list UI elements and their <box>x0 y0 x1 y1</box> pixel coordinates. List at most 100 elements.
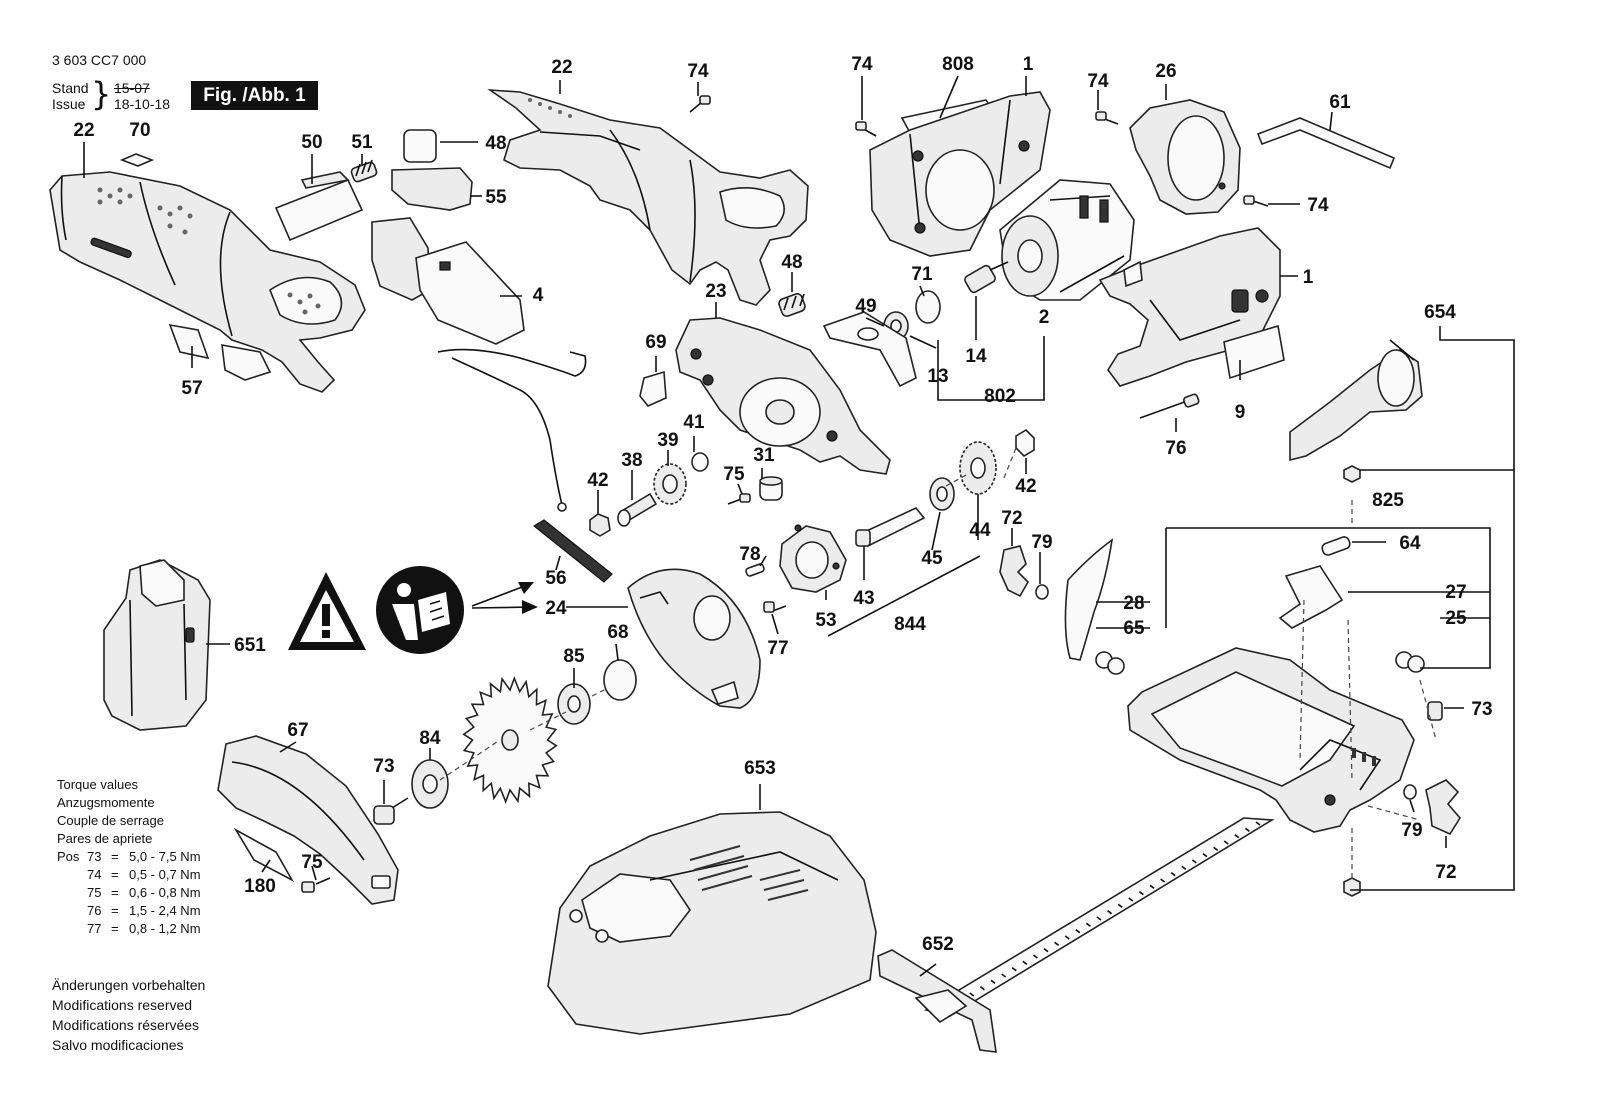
torque-title-de: Anzugsmomente <box>57 795 155 810</box>
torque-pos: 77 <box>87 921 102 936</box>
gearbox-housing-part <box>675 317 891 475</box>
base-plate-part <box>1127 647 1415 833</box>
lower-guard-part <box>217 735 399 905</box>
knob-part <box>999 545 1029 598</box>
callout-825: 825 <box>1372 490 1404 511</box>
stand-value: 15-07 <box>114 80 150 96</box>
callout-68: 68 <box>607 622 628 643</box>
equals-sign: = <box>111 867 119 882</box>
guard-screw-part <box>301 877 331 893</box>
torque-title-fr: Couple de serrage <box>57 813 164 828</box>
callout-41: 41 <box>683 412 705 433</box>
callout-652: 652 <box>922 934 954 955</box>
washer-part-79b <box>1403 784 1417 800</box>
torque-pos: 76 <box>87 903 102 918</box>
callout-654: 654 <box>1424 302 1456 323</box>
washer-part-79 <box>1035 584 1049 600</box>
equals-sign: = <box>111 921 119 936</box>
callout-22b: 22 <box>551 57 572 78</box>
screw-part <box>689 95 1269 207</box>
clamp-part <box>1278 565 1344 629</box>
spring-sleeve-part <box>778 293 806 317</box>
parallel-guide-part <box>877 817 1275 1053</box>
callout-74c: 74 <box>1087 71 1109 92</box>
callout-13: 13 <box>927 366 948 387</box>
riving-knife-part <box>1064 538 1114 661</box>
callout-49: 49 <box>855 296 876 317</box>
equals-sign: = <box>111 849 119 864</box>
callout-73b: 73 <box>373 756 394 777</box>
torque-row: 75 = 0,6 - 0,8 Nm <box>57 884 201 902</box>
pin-part <box>745 563 765 577</box>
torque-pos: 74 <box>87 867 102 882</box>
callout-651: 651 <box>234 635 266 656</box>
switch-block-part <box>391 167 473 211</box>
spacer-part <box>1095 651 1125 675</box>
callout-45: 45 <box>921 548 943 569</box>
callout-4: 4 <box>533 285 544 306</box>
spring-clip-part <box>119 153 155 167</box>
callout-42a: 42 <box>587 470 608 491</box>
pos-label: Pos <box>57 849 80 864</box>
charger-part <box>547 811 877 1035</box>
torque-value: 1,5 - 2,4 Nm <box>129 903 201 918</box>
cover-part <box>274 178 364 242</box>
callout-76: 76 <box>1165 438 1186 459</box>
pinion-part <box>964 261 1009 294</box>
bearing-part-2 <box>929 477 955 511</box>
callout-2: 2 <box>1039 307 1050 328</box>
blade-screw-part <box>373 797 409 825</box>
callout-74d: 74 <box>1307 195 1329 216</box>
torque-row: 77 = 0,8 - 1,2 Nm <box>57 920 201 938</box>
callout-75b: 75 <box>301 852 323 873</box>
callout-57: 57 <box>181 378 202 399</box>
torque-pos: 73 <box>87 849 102 864</box>
large-gear-part <box>959 441 997 495</box>
upper-housing-part <box>487 89 809 306</box>
callout-73a: 73 <box>1471 699 1492 720</box>
callout-79b: 79 <box>1401 820 1422 841</box>
equals-sign: = <box>111 885 119 900</box>
callout-77: 77 <box>767 638 788 659</box>
bracket-part <box>822 311 917 388</box>
read-manual-icon <box>376 566 464 654</box>
callout-38: 38 <box>621 450 642 471</box>
callout-56: 56 <box>545 568 566 589</box>
callout-50: 50 <box>301 132 322 153</box>
torque-value: 0,8 - 1,2 Nm <box>129 921 201 936</box>
callout-75a: 75 <box>723 464 745 485</box>
callout-27: 27 <box>1445 582 1466 603</box>
small-screw-part <box>727 493 751 505</box>
callout-802: 802 <box>984 386 1016 407</box>
callout-22a: 22 <box>73 120 94 141</box>
callout-42b: 42 <box>1015 476 1036 497</box>
nut-part <box>589 513 611 537</box>
torque-table: Pos 73 = 5,0 - 7,5 Nm 74 = 0,5 - 0,7 Nm … <box>57 848 201 938</box>
inner-flange-part <box>557 683 591 725</box>
hex-nut-part <box>1343 465 1361 483</box>
callout-64: 64 <box>1399 533 1421 554</box>
callout-67: 67 <box>287 720 308 741</box>
torque-title-es: Pares de apriete <box>57 831 153 846</box>
torque-value: 5,0 - 7,5 Nm <box>129 849 201 864</box>
pin-part-64 <box>1321 536 1351 556</box>
equals-sign: = <box>111 903 119 918</box>
warning-triangle-icon <box>288 572 366 650</box>
washer-part <box>691 452 709 472</box>
callout-69: 69 <box>645 332 666 353</box>
outer-flange-part <box>411 759 449 809</box>
callout-85: 85 <box>563 646 585 667</box>
callout-74b: 74 <box>851 54 873 75</box>
callout-65: 65 <box>1123 618 1145 639</box>
bearing-holder-part <box>779 524 847 593</box>
screw-part-77 <box>763 601 787 613</box>
spring-part <box>350 159 378 183</box>
sleeve-part <box>759 476 783 501</box>
motor-part <box>999 179 1135 301</box>
callout-72a: 72 <box>1001 508 1022 529</box>
ring-part <box>915 290 941 324</box>
axis-lines <box>439 447 1437 880</box>
callout-labels: 22 70 50 51 48 55 22 74 74 808 1 74 26 6… <box>73 54 1492 955</box>
torque-pos: 75 <box>87 885 102 900</box>
